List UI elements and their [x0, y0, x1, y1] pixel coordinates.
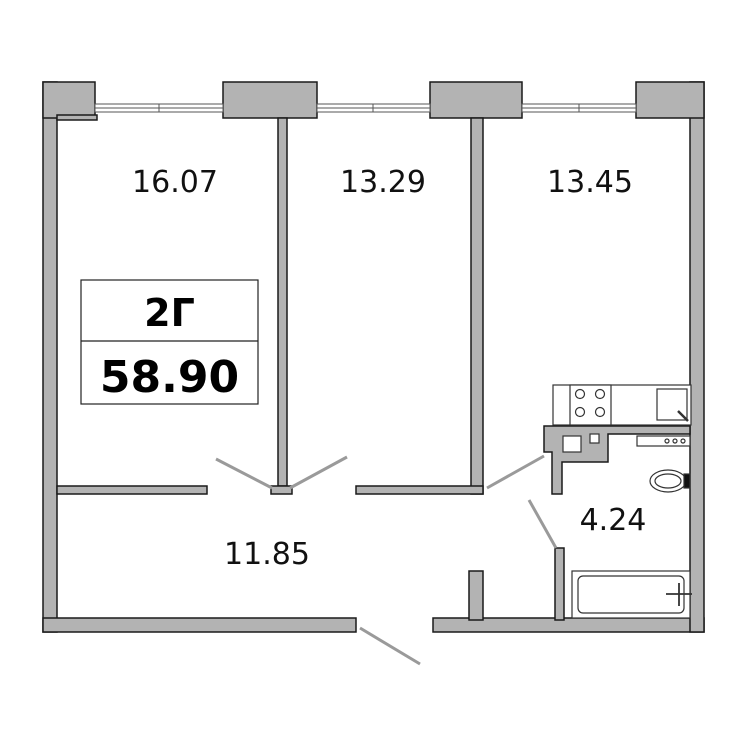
- tap-icon: [680, 438, 686, 444]
- wall-bathroom-left: [554, 547, 565, 621]
- door-room-left: [215, 457, 273, 490]
- room-area-middle: 13.29: [340, 165, 426, 200]
- wall-exterior-bottom-left: [42, 617, 357, 633]
- wall-top-seg-1: [56, 114, 98, 121]
- wall-pillar-top-4: [635, 81, 705, 119]
- burner-icon: [574, 388, 586, 400]
- wall-partition-left-foot: [270, 485, 293, 495]
- door-entrance: [359, 626, 421, 666]
- sink-icon: [656, 388, 688, 421]
- washbasin-icon: [636, 435, 691, 447]
- toilet-bowl-icon: [654, 473, 682, 489]
- wall-exterior-right: [689, 81, 705, 633]
- wall-partition-left: [277, 117, 288, 487]
- burner-icon: [594, 388, 606, 400]
- wall-room-left-bottom: [56, 485, 208, 495]
- toilet-tank-icon: [683, 473, 691, 489]
- tap-icon: [664, 438, 670, 444]
- doors: [215, 454, 558, 666]
- wall-exterior-left: [42, 81, 58, 633]
- wall-hall-stub: [468, 570, 484, 621]
- wall-pillar-top-1: [42, 81, 96, 119]
- door-bathroom: [527, 499, 558, 549]
- kitchen-counter: [552, 384, 692, 426]
- tap-icon: [672, 438, 678, 444]
- wall-pillar-top-3: [429, 81, 523, 119]
- room-area-left: 16.07: [132, 165, 218, 200]
- burner-icon: [574, 406, 586, 418]
- room-labels: 16.07 13.29 13.45 11.85 4.24: [132, 165, 646, 572]
- washer-icon: [562, 435, 582, 453]
- apartment-type: 2Г: [144, 291, 195, 335]
- apartment-total-area: 58.90: [100, 352, 239, 403]
- wall-partition-right: [470, 117, 484, 495]
- badge-frame: [80, 279, 259, 405]
- bathroom-fixtures: [562, 433, 692, 619]
- wall-room-middle-bottom: [355, 485, 484, 495]
- shelf-icon: [589, 433, 600, 444]
- faucet-icon: [677, 410, 689, 422]
- apartment-badge: 2Г 58.90: [80, 279, 259, 405]
- door-room-right: [486, 454, 545, 490]
- windows: [94, 103, 637, 113]
- room-area-bathroom: 4.24: [580, 503, 647, 538]
- room-area-hallway: 11.85: [224, 537, 310, 572]
- room-area-right: 13.45: [547, 165, 633, 200]
- wall-pillar-top-2: [222, 81, 318, 119]
- door-room-middle: [289, 455, 348, 490]
- burner-icon: [594, 406, 606, 418]
